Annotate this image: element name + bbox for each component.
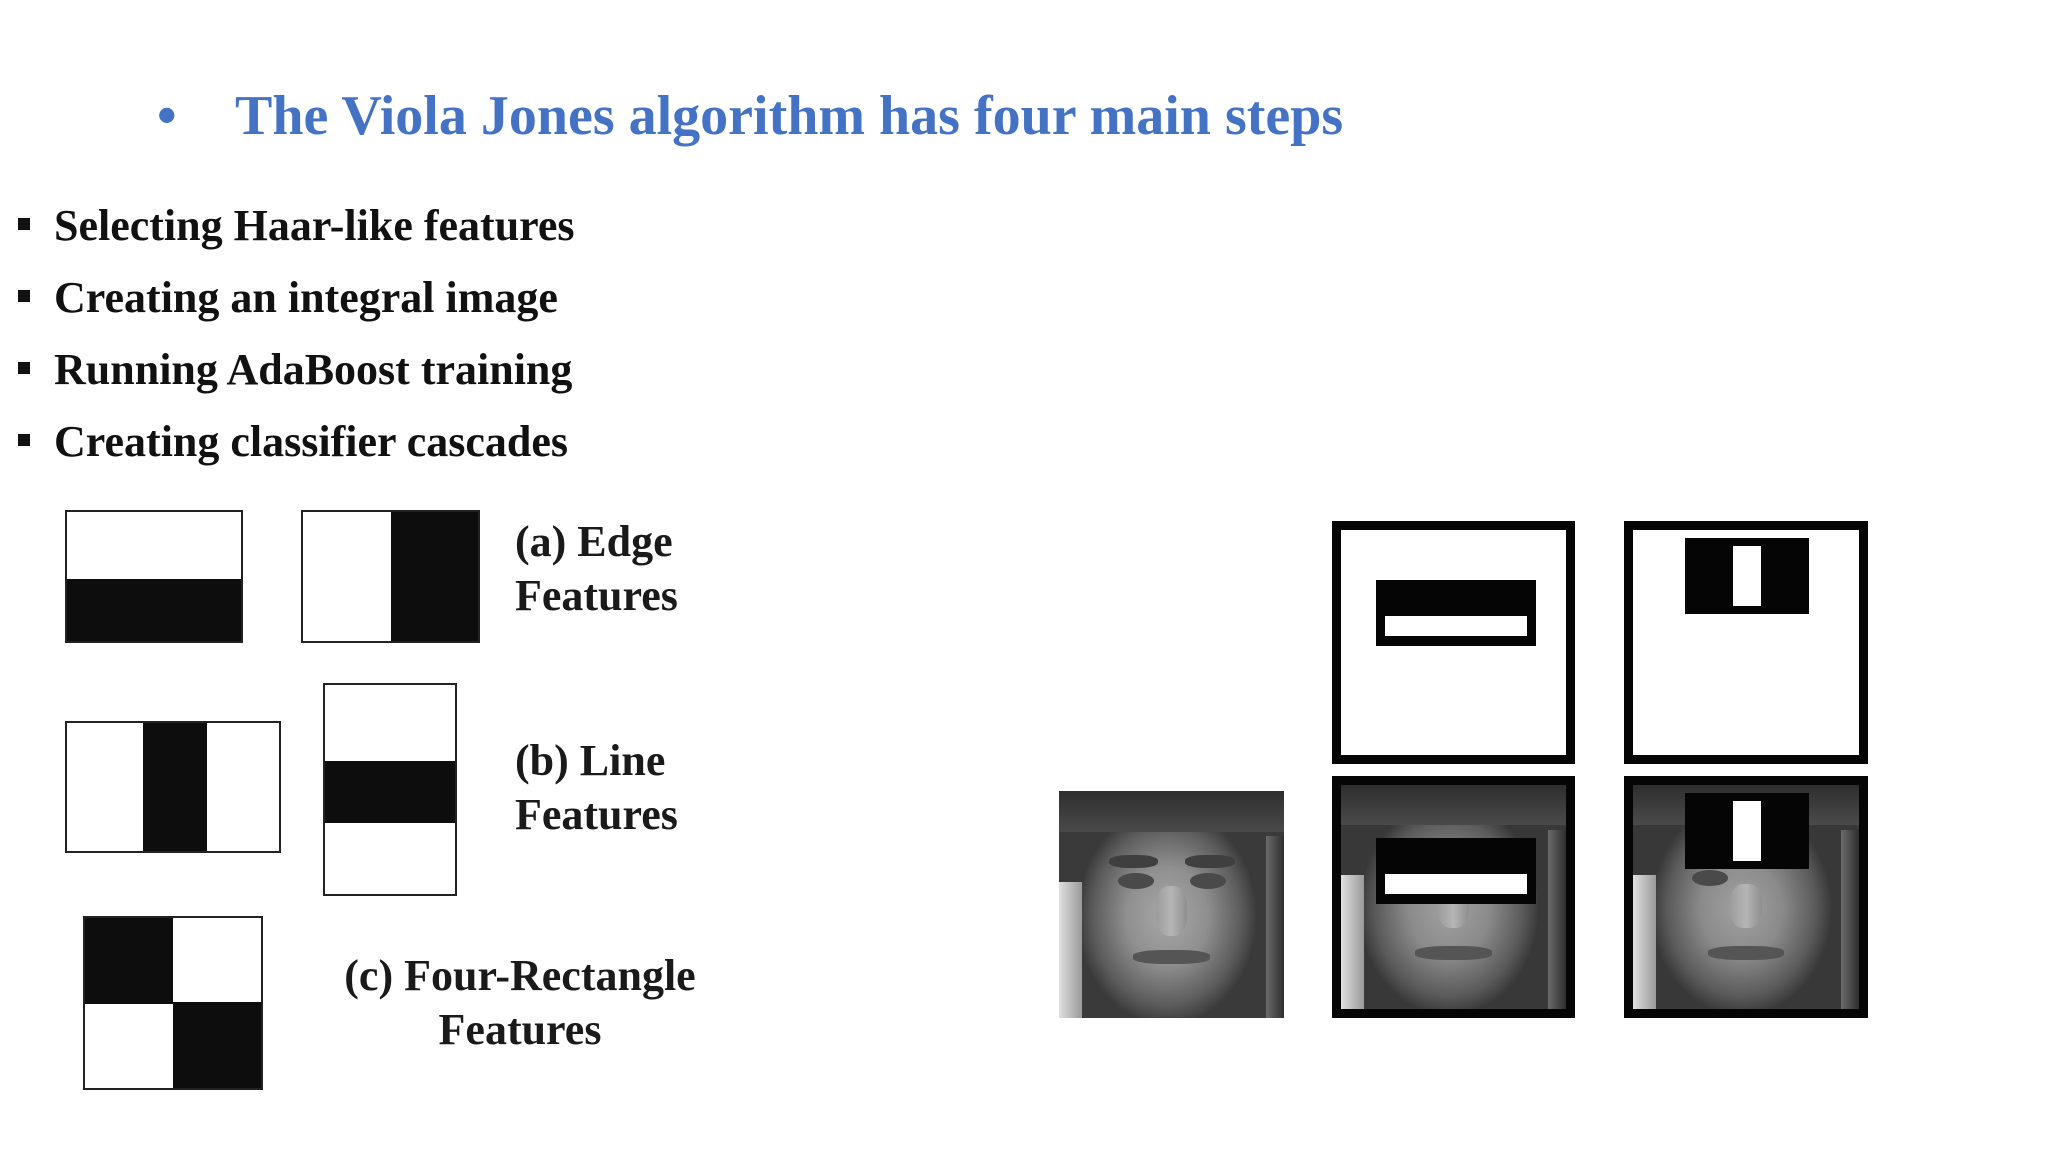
line-feature-vertical [65,721,281,853]
line-feature-horizontal [323,683,457,896]
feature-window-two-rect [1332,521,1575,764]
square-bullet-icon [18,217,30,230]
square-bullet-icon [18,361,30,374]
four-rectangle-feature [83,916,263,1090]
heading-text: The Viola Jones algorithm has four main … [235,85,1344,147]
face-with-two-rect-feature [1332,776,1575,1018]
three-rectangle-feature-overlay [1685,538,1809,614]
heading-bullet: • [157,85,177,147]
face-with-three-rect-feature [1624,776,1868,1018]
list-item: Creating an integral image [18,268,575,340]
four-rectangle-features-label: (c) Four-Rectangle Features [344,951,696,1054]
three-rectangle-feature-overlay [1685,793,1809,869]
edge-feature-horizontal [65,510,243,643]
line-features-label: (b) Line Features [515,736,678,839]
square-bullet-icon [18,289,30,302]
square-bullet-icon [18,433,30,446]
feature-window-three-rect [1624,521,1868,764]
two-rectangle-feature-overlay [1376,838,1536,904]
two-rectangle-feature-overlay [1376,580,1536,646]
edge-features-label: (a) Edge Features [515,517,678,620]
list-item: Running AdaBoost training [18,340,575,412]
slide-heading: • The Viola Jones algorithm has four main… [157,88,1343,144]
face-image [1059,791,1284,1018]
list-item: Creating classifier cascades [18,412,575,484]
edge-feature-vertical [301,510,480,643]
list-item: Selecting Haar-like features [18,196,575,268]
steps-list: Selecting Haar-like features Creating an… [18,196,575,484]
